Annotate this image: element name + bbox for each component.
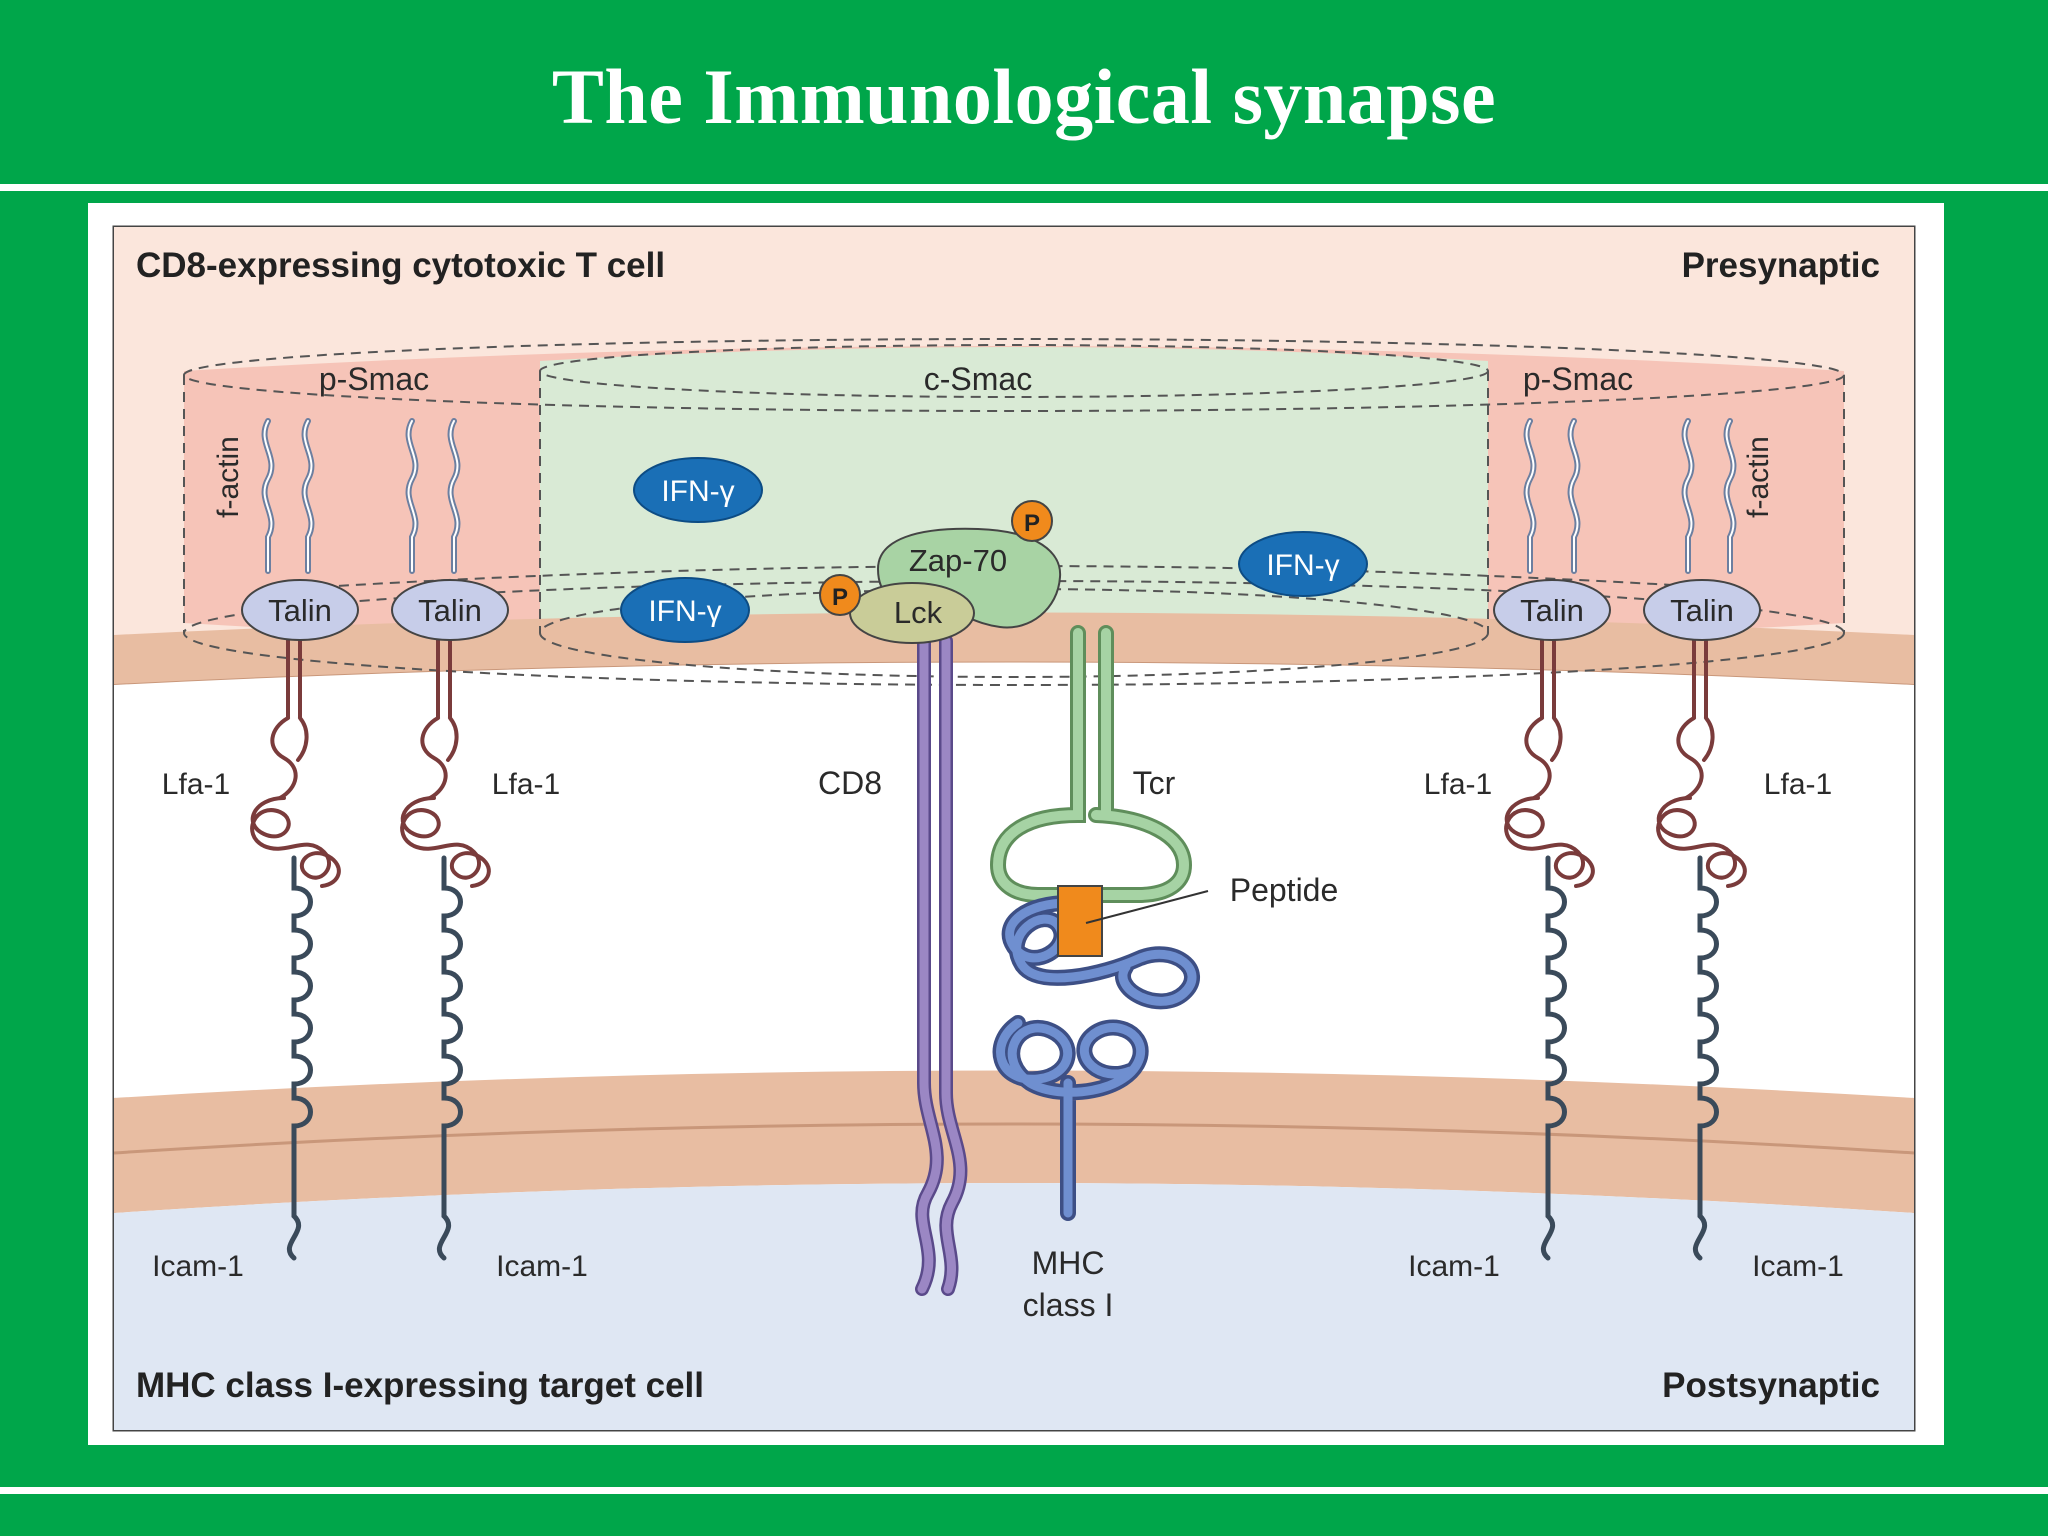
ifn-gamma-label-2: IFN-γ <box>1266 549 1339 582</box>
icam1-label-1: Icam-1 <box>152 1250 244 1283</box>
lfa1-label-2: Lfa-1 <box>492 768 560 801</box>
tcr-label: Tcr <box>1133 765 1176 801</box>
icam1-label-3: Icam-1 <box>1408 1250 1500 1283</box>
cd8-label: CD8 <box>818 765 882 801</box>
phospho-label-lck: P <box>832 584 848 611</box>
lfa1-label-3: Lfa-1 <box>1424 768 1492 801</box>
p-smac-label-left: p-Smac <box>319 361 429 397</box>
lfa1-label-1: Lfa-1 <box>162 768 230 801</box>
f-actin-label-left: f-actin <box>212 436 245 518</box>
peptide-label: Peptide <box>1230 872 1339 908</box>
talin-label-3: Talin <box>1520 593 1584 628</box>
c-smac-label: c-Smac <box>924 361 1032 397</box>
f-actin-label-right: f-actin <box>1742 436 1775 518</box>
icam1-label-2: Icam-1 <box>496 1250 588 1283</box>
zap70-label: Zap-70 <box>909 543 1007 578</box>
slide-title: The Immunological synapse <box>551 53 1497 140</box>
mhc-label-line1: MHC <box>1032 1245 1105 1281</box>
mhc-label-line2: class I <box>1023 1287 1114 1323</box>
synapse-diagram: CD8-expressing cytotoxic T cell Presynap… <box>112 225 1916 1432</box>
talin-label-4: Talin <box>1670 593 1734 628</box>
ifn-gamma-label-1: IFN-γ <box>661 475 734 508</box>
ifn-gamma-label-3: IFN-γ <box>648 595 721 628</box>
cell-top-label: CD8-expressing cytotoxic T cell <box>136 246 665 285</box>
postsynaptic-label: Postsynaptic <box>1662 1366 1880 1405</box>
lck-label: Lck <box>894 595 943 630</box>
icam1-label-4: Icam-1 <box>1752 1250 1844 1283</box>
talin-label-2: Talin <box>418 593 482 628</box>
title-divider <box>0 184 2048 191</box>
talin-label-1: Talin <box>268 593 332 628</box>
figure-card: CD8-expressing cytotoxic T cell Presynap… <box>88 203 1944 1445</box>
p-smac-label-right: p-Smac <box>1523 361 1633 397</box>
lfa1-label-4: Lfa-1 <box>1764 768 1832 801</box>
talin-markers <box>241 579 1761 641</box>
footer-divider <box>0 1487 2048 1494</box>
cell-bottom-label: MHC class I-expressing target cell <box>136 1366 704 1405</box>
phospho-label-zap70: P <box>1024 510 1040 537</box>
presynaptic-label: Presynaptic <box>1682 246 1880 285</box>
